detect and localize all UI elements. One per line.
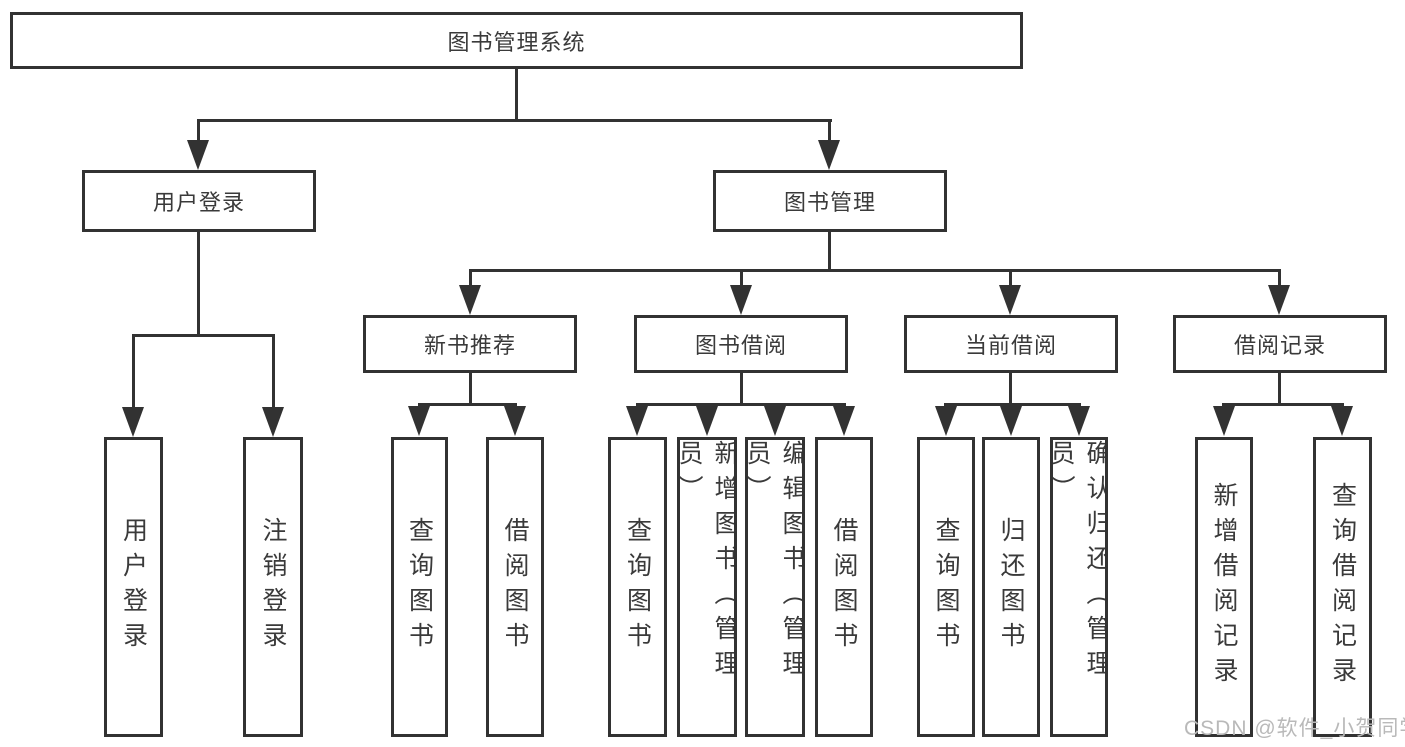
leaf-query-books-recommend-label: 查询图书	[405, 517, 434, 657]
leaf-add-books-admin: 新增图书（管理员）	[677, 437, 737, 737]
leaf-query-books-current-label: 查询图书	[932, 517, 960, 657]
node-new-book-recommend-label: 新书推荐	[423, 333, 516, 358]
leaf-user-login: 用户登录	[104, 437, 163, 737]
arrow-groupD-1-icon	[1213, 406, 1235, 436]
connector-mgmt-hline	[469, 269, 1280, 272]
node-book-mgmt: 图书管理	[713, 170, 947, 232]
leaf-confirm-return-admin: 确认归还（管理员）	[1050, 437, 1108, 737]
leaf-query-borrow-record: 查询借阅记录	[1313, 437, 1372, 737]
connector-groupC-vline	[1009, 373, 1012, 405]
connector-login-hline	[132, 334, 274, 337]
leaf-logout: 注销登录	[243, 437, 303, 737]
connector-groupD-hline	[1222, 403, 1344, 406]
leaf-borrow-books-recommend-label: 借阅图书	[501, 517, 529, 657]
connector-mgmt-stem-1	[469, 269, 472, 287]
leaf-add-borrow-record: 新增借阅记录	[1195, 437, 1253, 737]
arrow-to-leaf-user-login-icon	[122, 407, 144, 437]
arrow-to-leaf-logout-icon	[262, 407, 284, 437]
leaf-return-books: 归还图书	[982, 437, 1040, 737]
connector-login-stem-left	[132, 334, 135, 409]
connector-groupC-hline	[944, 403, 1081, 406]
node-user-login-label: 用户登录	[152, 190, 245, 215]
arrow-to-book-borrow-icon	[730, 285, 752, 315]
csdn-watermark: CSDN @软件_小贺同学	[1184, 717, 1405, 740]
leaf-edit-books-admin: 编辑图书（管理员）	[745, 437, 805, 737]
arrow-groupB-2-icon	[696, 406, 718, 436]
leaf-user-login-label: 用户登录	[119, 517, 148, 657]
connector-mgmt-vline	[828, 232, 831, 271]
arrow-groupC-2-icon	[1000, 406, 1022, 436]
arrow-to-user-login-icon	[187, 140, 209, 170]
arrow-groupB-4-icon	[833, 406, 855, 436]
node-book-mgmt-label: 图书管理	[783, 190, 876, 215]
connector-groupA-vline	[469, 373, 472, 405]
node-new-book-recommend: 新书推荐	[363, 315, 577, 373]
connector-root-stem-right	[828, 119, 831, 144]
node-book-borrow-label: 图书借阅	[694, 333, 787, 358]
connector-root-hline	[198, 119, 832, 122]
node-current-borrow-label: 当前借阅	[964, 333, 1057, 358]
arrow-groupB-1-icon	[626, 406, 648, 436]
connector-root-vline	[515, 68, 518, 121]
connector-mgmt-stem-3	[1009, 269, 1012, 287]
node-user-login: 用户登录	[82, 170, 316, 232]
connector-groupD-vline	[1278, 373, 1281, 405]
leaf-add-books-admin-label: 新增图书（管理员）	[677, 440, 737, 685]
node-root-label: 图书管理系统	[447, 29, 586, 55]
leaf-logout-label: 注销登录	[259, 517, 287, 657]
connector-login-vline	[197, 232, 200, 336]
leaf-borrow-books-label: 借阅图书	[830, 517, 858, 657]
arrow-groupA-2-icon	[504, 406, 526, 436]
leaf-borrow-books-recommend: 借阅图书	[486, 437, 544, 737]
leaf-query-borrow-record-label: 查询借阅记录	[1328, 482, 1357, 692]
arrow-groupA-1-icon	[408, 406, 430, 436]
connector-groupB-hline	[636, 403, 846, 406]
leaf-return-books-label: 归还图书	[997, 517, 1025, 657]
arrow-to-book-mgmt-icon	[818, 140, 840, 170]
arrow-groupB-3-icon	[764, 406, 786, 436]
connector-groupA-hline	[418, 403, 517, 406]
arrow-to-borrow-records-icon	[1268, 285, 1290, 315]
connector-groupB-vline	[740, 373, 743, 405]
leaf-edit-books-admin-label: 编辑图书（管理员）	[745, 440, 805, 685]
connector-mgmt-stem-2	[740, 269, 743, 287]
node-borrow-records: 借阅记录	[1173, 315, 1387, 373]
leaf-query-books-recommend: 查询图书	[391, 437, 448, 737]
leaf-confirm-return-admin-label: 确认归还（管理员）	[1050, 440, 1108, 685]
node-book-borrow: 图书借阅	[634, 315, 848, 373]
arrow-groupC-3-icon	[1068, 406, 1090, 436]
leaf-add-borrow-record-label: 新增借阅记录	[1210, 482, 1238, 692]
arrow-to-new-book-icon	[459, 285, 481, 315]
leaf-query-books-borrow: 查询图书	[608, 437, 667, 737]
leaf-borrow-books: 借阅图书	[815, 437, 873, 737]
node-borrow-records-label: 借阅记录	[1233, 333, 1326, 358]
connector-root-stem-left	[197, 119, 200, 144]
leaf-query-books-borrow-label: 查询图书	[623, 517, 652, 657]
leaf-query-books-current: 查询图书	[917, 437, 975, 737]
arrow-to-current-borrow-icon	[999, 285, 1021, 315]
connector-login-stem-right	[272, 334, 275, 409]
arrow-groupC-1-icon	[935, 406, 957, 436]
node-current-borrow: 当前借阅	[904, 315, 1118, 373]
arrow-groupD-2-icon	[1331, 406, 1353, 436]
node-root: 图书管理系统	[10, 12, 1023, 69]
connector-mgmt-stem-4	[1278, 269, 1281, 287]
